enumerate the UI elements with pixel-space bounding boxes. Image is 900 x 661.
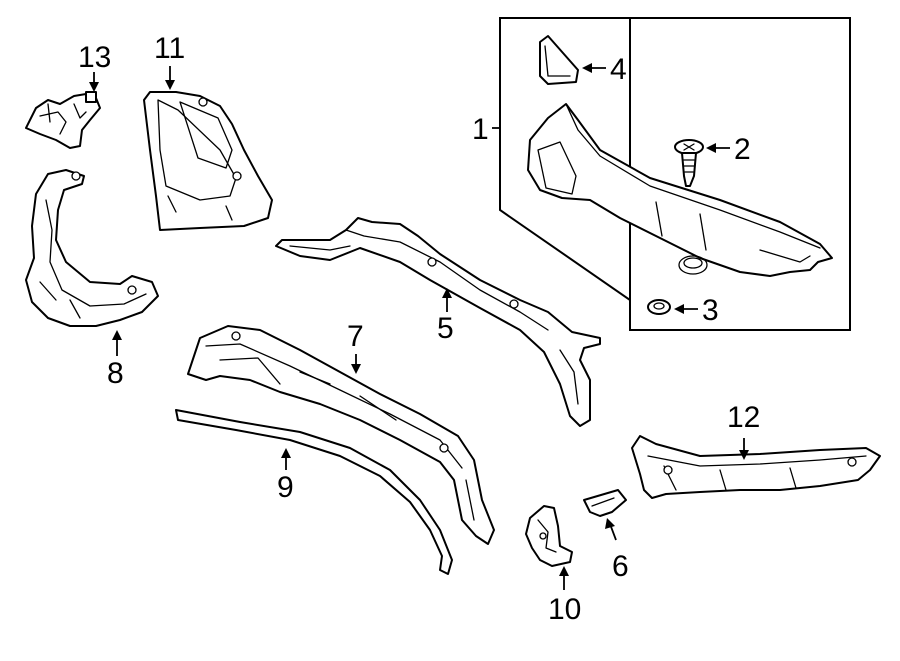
arrowhead-8 [112, 330, 122, 340]
callout-1: 1 [472, 113, 489, 146]
callout-5: 5 [437, 312, 454, 345]
callout-4: 4 [610, 53, 627, 86]
callout-9: 9 [277, 471, 294, 504]
callout-2: 2 [734, 133, 751, 166]
arrowhead-10 [559, 566, 569, 576]
arrowhead-2 [706, 143, 716, 153]
arrowhead-9 [281, 448, 291, 458]
part-5-crossmember [275, 217, 601, 427]
part-9-seal [175, 409, 453, 575]
callout-11: 11 [154, 32, 185, 65]
group-box-part-1-upper [629, 17, 851, 331]
part-1-cowl-panel [527, 103, 833, 277]
arrowhead-11 [165, 80, 175, 90]
callout-8: 8 [107, 357, 124, 390]
arrowhead-7 [351, 364, 361, 374]
part-3-grommet [647, 299, 671, 315]
part-8-bracket [25, 169, 159, 327]
arrowhead-13 [89, 82, 99, 92]
arrowhead-5 [442, 288, 452, 298]
arrowhead-3 [674, 304, 684, 314]
part-10-bracket [525, 505, 573, 567]
part-4-cap [539, 35, 579, 85]
arrowhead-12 [739, 450, 749, 460]
callout-10: 10 [548, 593, 581, 626]
part-7-cowl-lower [187, 325, 495, 545]
arrowhead-6 [605, 518, 615, 529]
group-box-part-1 [499, 17, 631, 330]
callout-13: 13 [78, 41, 111, 74]
arrowhead-4 [582, 63, 592, 73]
part-12-rail [631, 435, 881, 499]
callout-3: 3 [702, 294, 719, 327]
part-11-panel [143, 91, 273, 231]
callout-6: 6 [612, 550, 629, 583]
callout-7: 7 [347, 320, 364, 353]
callout-12: 12 [727, 401, 760, 434]
part-2-clip [674, 139, 704, 187]
part-6-bracket [583, 489, 627, 517]
part-13-bracket [25, 91, 101, 149]
